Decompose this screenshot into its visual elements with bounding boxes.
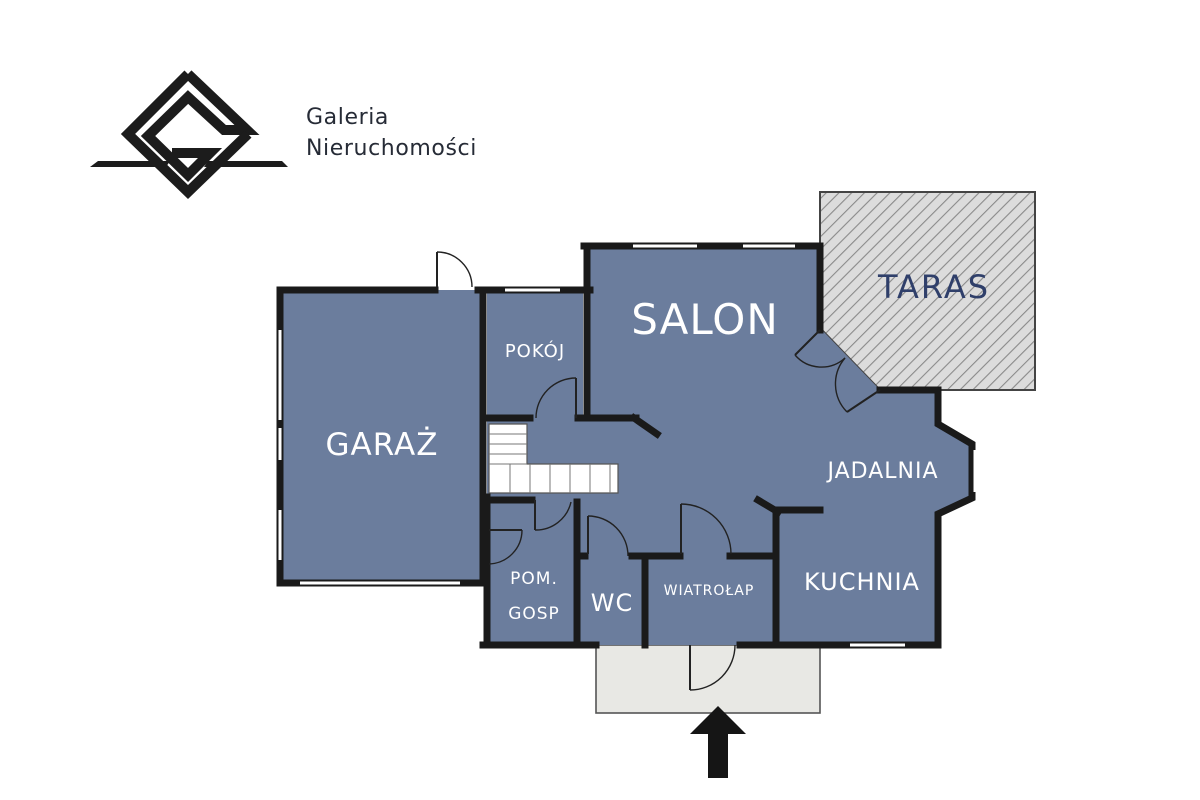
brand-line-2: Nieruchomości <box>306 136 477 161</box>
room-label-wc: WC <box>591 589 634 617</box>
staircase <box>488 423 619 494</box>
room-label-pom-line1: POM. <box>510 569 558 589</box>
room-label-jadalnia: JADALNIA <box>825 459 938 484</box>
room-label-kuchnia: KUCHNIA <box>804 568 920 596</box>
room-label-pom-line2: GOSP <box>508 604 560 624</box>
room-label-garaz: GARAŻ <box>326 427 439 463</box>
entrance-porch <box>595 644 821 714</box>
room-label-pokoj: POKÓJ <box>505 340 565 362</box>
brand-line-1: Galeria <box>306 105 389 130</box>
windows <box>278 244 977 647</box>
doors <box>436 251 881 691</box>
entrance-arrow-icon <box>690 706 746 778</box>
g-diamond-logo-icon <box>90 70 288 199</box>
room-label-taras: TARAS <box>877 268 990 306</box>
room-label-salon: SALON <box>631 295 779 344</box>
room-label-wiatrolap: WIATROŁAP <box>664 583 755 599</box>
room-fills <box>280 246 972 645</box>
